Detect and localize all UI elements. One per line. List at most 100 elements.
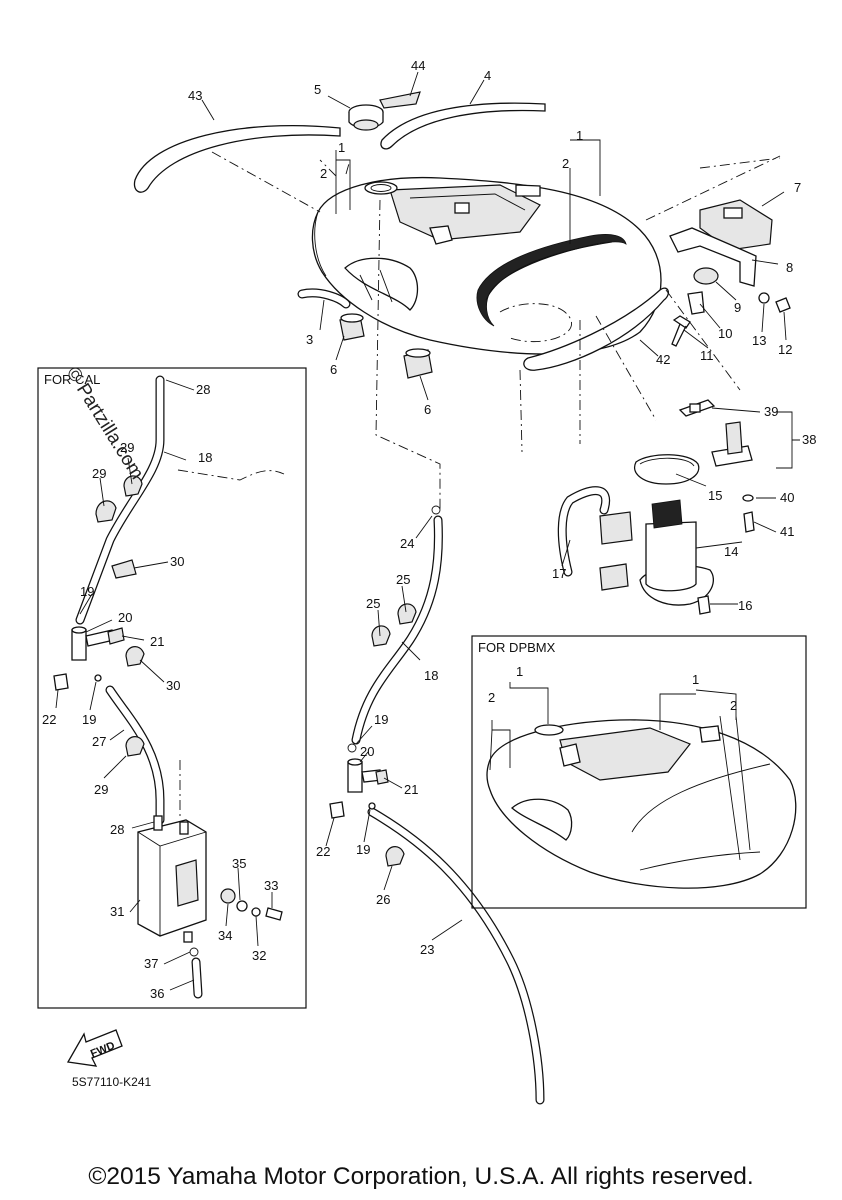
callout-3: 3 bbox=[306, 332, 313, 347]
cal-fitting bbox=[53, 626, 125, 691]
callout-14: 14 bbox=[724, 544, 738, 559]
part-9-grommet bbox=[693, 267, 719, 285]
callout-32: 32 bbox=[252, 948, 266, 963]
callout-18b: 18 bbox=[424, 668, 438, 683]
for-dpbmx-box bbox=[471, 635, 807, 909]
callout-28a: 28 bbox=[196, 382, 210, 397]
callout-34: 34 bbox=[218, 928, 232, 943]
callout-24: 24 bbox=[400, 536, 414, 551]
part-7-8-bracket bbox=[669, 199, 773, 287]
callout-43: 43 bbox=[188, 88, 202, 103]
callout-40: 40 bbox=[780, 490, 794, 505]
callout-30a: 30 bbox=[170, 554, 184, 569]
for-dpbmx-label: FOR DPBMX bbox=[478, 640, 556, 655]
callout-18a: 18 bbox=[198, 450, 212, 465]
part-11-bolt bbox=[671, 315, 691, 347]
callout-29c: 29 bbox=[94, 782, 108, 797]
callout-7: 7 bbox=[794, 180, 801, 195]
part-13-washer bbox=[758, 292, 770, 304]
part-32-washer bbox=[251, 907, 261, 917]
callout-39: 39 bbox=[764, 404, 778, 419]
callout-1c: 1 bbox=[516, 664, 523, 679]
callout-29a: 29 bbox=[120, 440, 134, 455]
callout-1b: 1 bbox=[576, 128, 583, 143]
part-16-bolt bbox=[697, 595, 711, 615]
callout-25b: 25 bbox=[366, 596, 380, 611]
callout-38: 38 bbox=[802, 432, 816, 447]
callout-2d: 2 bbox=[730, 698, 737, 713]
center-fitting bbox=[329, 758, 389, 819]
callout-4: 4 bbox=[484, 68, 491, 83]
callout-20b: 20 bbox=[360, 744, 374, 759]
callout-11: 11 bbox=[700, 348, 714, 363]
callout-22a: 22 bbox=[42, 712, 56, 727]
callout-36: 36 bbox=[150, 986, 164, 1001]
callout-15: 15 bbox=[708, 488, 722, 503]
part-5-filler-cap bbox=[348, 104, 384, 131]
cal-clips bbox=[95, 475, 145, 757]
part-34-collar bbox=[220, 888, 236, 904]
callout-29b: 29 bbox=[92, 466, 106, 481]
center-clips bbox=[371, 603, 417, 867]
part-14-fuel-pump bbox=[557, 454, 714, 606]
part-33-bolt bbox=[265, 907, 283, 921]
part-31-canister bbox=[137, 815, 207, 943]
callout-12: 12 bbox=[778, 342, 792, 357]
callout-33: 33 bbox=[264, 878, 278, 893]
callout-44: 44 bbox=[411, 58, 425, 73]
callout-2a: 2 bbox=[320, 166, 327, 181]
fuel-tank bbox=[311, 176, 662, 355]
callout-25a: 25 bbox=[396, 572, 410, 587]
callout-37: 37 bbox=[144, 956, 158, 971]
callout-13: 13 bbox=[752, 333, 766, 348]
callout-21a: 21 bbox=[150, 634, 164, 649]
part-38-sender bbox=[678, 399, 753, 467]
part-41-bolt bbox=[743, 511, 755, 533]
part-12-bolt bbox=[775, 297, 791, 313]
callout-19a: 19 bbox=[80, 584, 94, 599]
callout-26: 26 bbox=[376, 892, 390, 907]
callout-numbers: 43 5 44 4 1 2 1 2 7 8 9 10 11 13 12 3 6 … bbox=[42, 58, 816, 1001]
callout-20a: 20 bbox=[118, 610, 132, 625]
callout-42: 42 bbox=[656, 352, 670, 367]
for-cal-box bbox=[37, 367, 307, 1009]
callout-2b: 2 bbox=[562, 156, 569, 171]
callout-10: 10 bbox=[718, 326, 732, 341]
drawing-code: 5S77110-K241 bbox=[72, 1075, 152, 1089]
callout-17: 17 bbox=[552, 566, 566, 581]
callout-19c: 19 bbox=[374, 712, 388, 727]
callout-19d: 19 bbox=[356, 842, 370, 857]
part-37-clip bbox=[189, 947, 199, 957]
dpbmx-tank bbox=[486, 719, 797, 889]
callout-6a: 6 bbox=[330, 362, 337, 377]
callout-1a: 1 bbox=[338, 140, 345, 155]
copyright-notice: ©2015 Yamaha Motor Corporation, U.S.A. A… bbox=[88, 1163, 754, 1190]
callout-1d: 1 bbox=[692, 672, 699, 687]
callout-27: 27 bbox=[92, 734, 106, 749]
part-40-washer bbox=[742, 494, 754, 502]
callout-30b: 30 bbox=[166, 678, 180, 693]
part-6-grommets bbox=[339, 313, 433, 379]
callout-6b: 6 bbox=[424, 402, 431, 417]
part-35-damper bbox=[236, 900, 248, 912]
callout-5: 5 bbox=[314, 82, 321, 97]
callout-8: 8 bbox=[786, 260, 793, 275]
callout-2c: 2 bbox=[488, 690, 495, 705]
callout-16: 16 bbox=[738, 598, 752, 613]
callout-22b: 22 bbox=[316, 844, 330, 859]
part-42-trim bbox=[523, 287, 670, 371]
callout-9: 9 bbox=[734, 300, 741, 315]
part-4-strip bbox=[380, 102, 546, 150]
center-hoses bbox=[347, 505, 545, 1105]
callout-19b: 19 bbox=[82, 712, 96, 727]
callout-21b: 21 bbox=[404, 782, 418, 797]
cal-hoses bbox=[75, 375, 285, 999]
leader-lines bbox=[55, 71, 800, 991]
fwd-arrow: FWD bbox=[66, 1029, 123, 1067]
part-44 bbox=[379, 91, 421, 109]
part-43-trim bbox=[133, 125, 341, 193]
callout-28b: 28 bbox=[110, 822, 124, 837]
callout-23: 23 bbox=[420, 942, 434, 957]
callout-35: 35 bbox=[232, 856, 246, 871]
